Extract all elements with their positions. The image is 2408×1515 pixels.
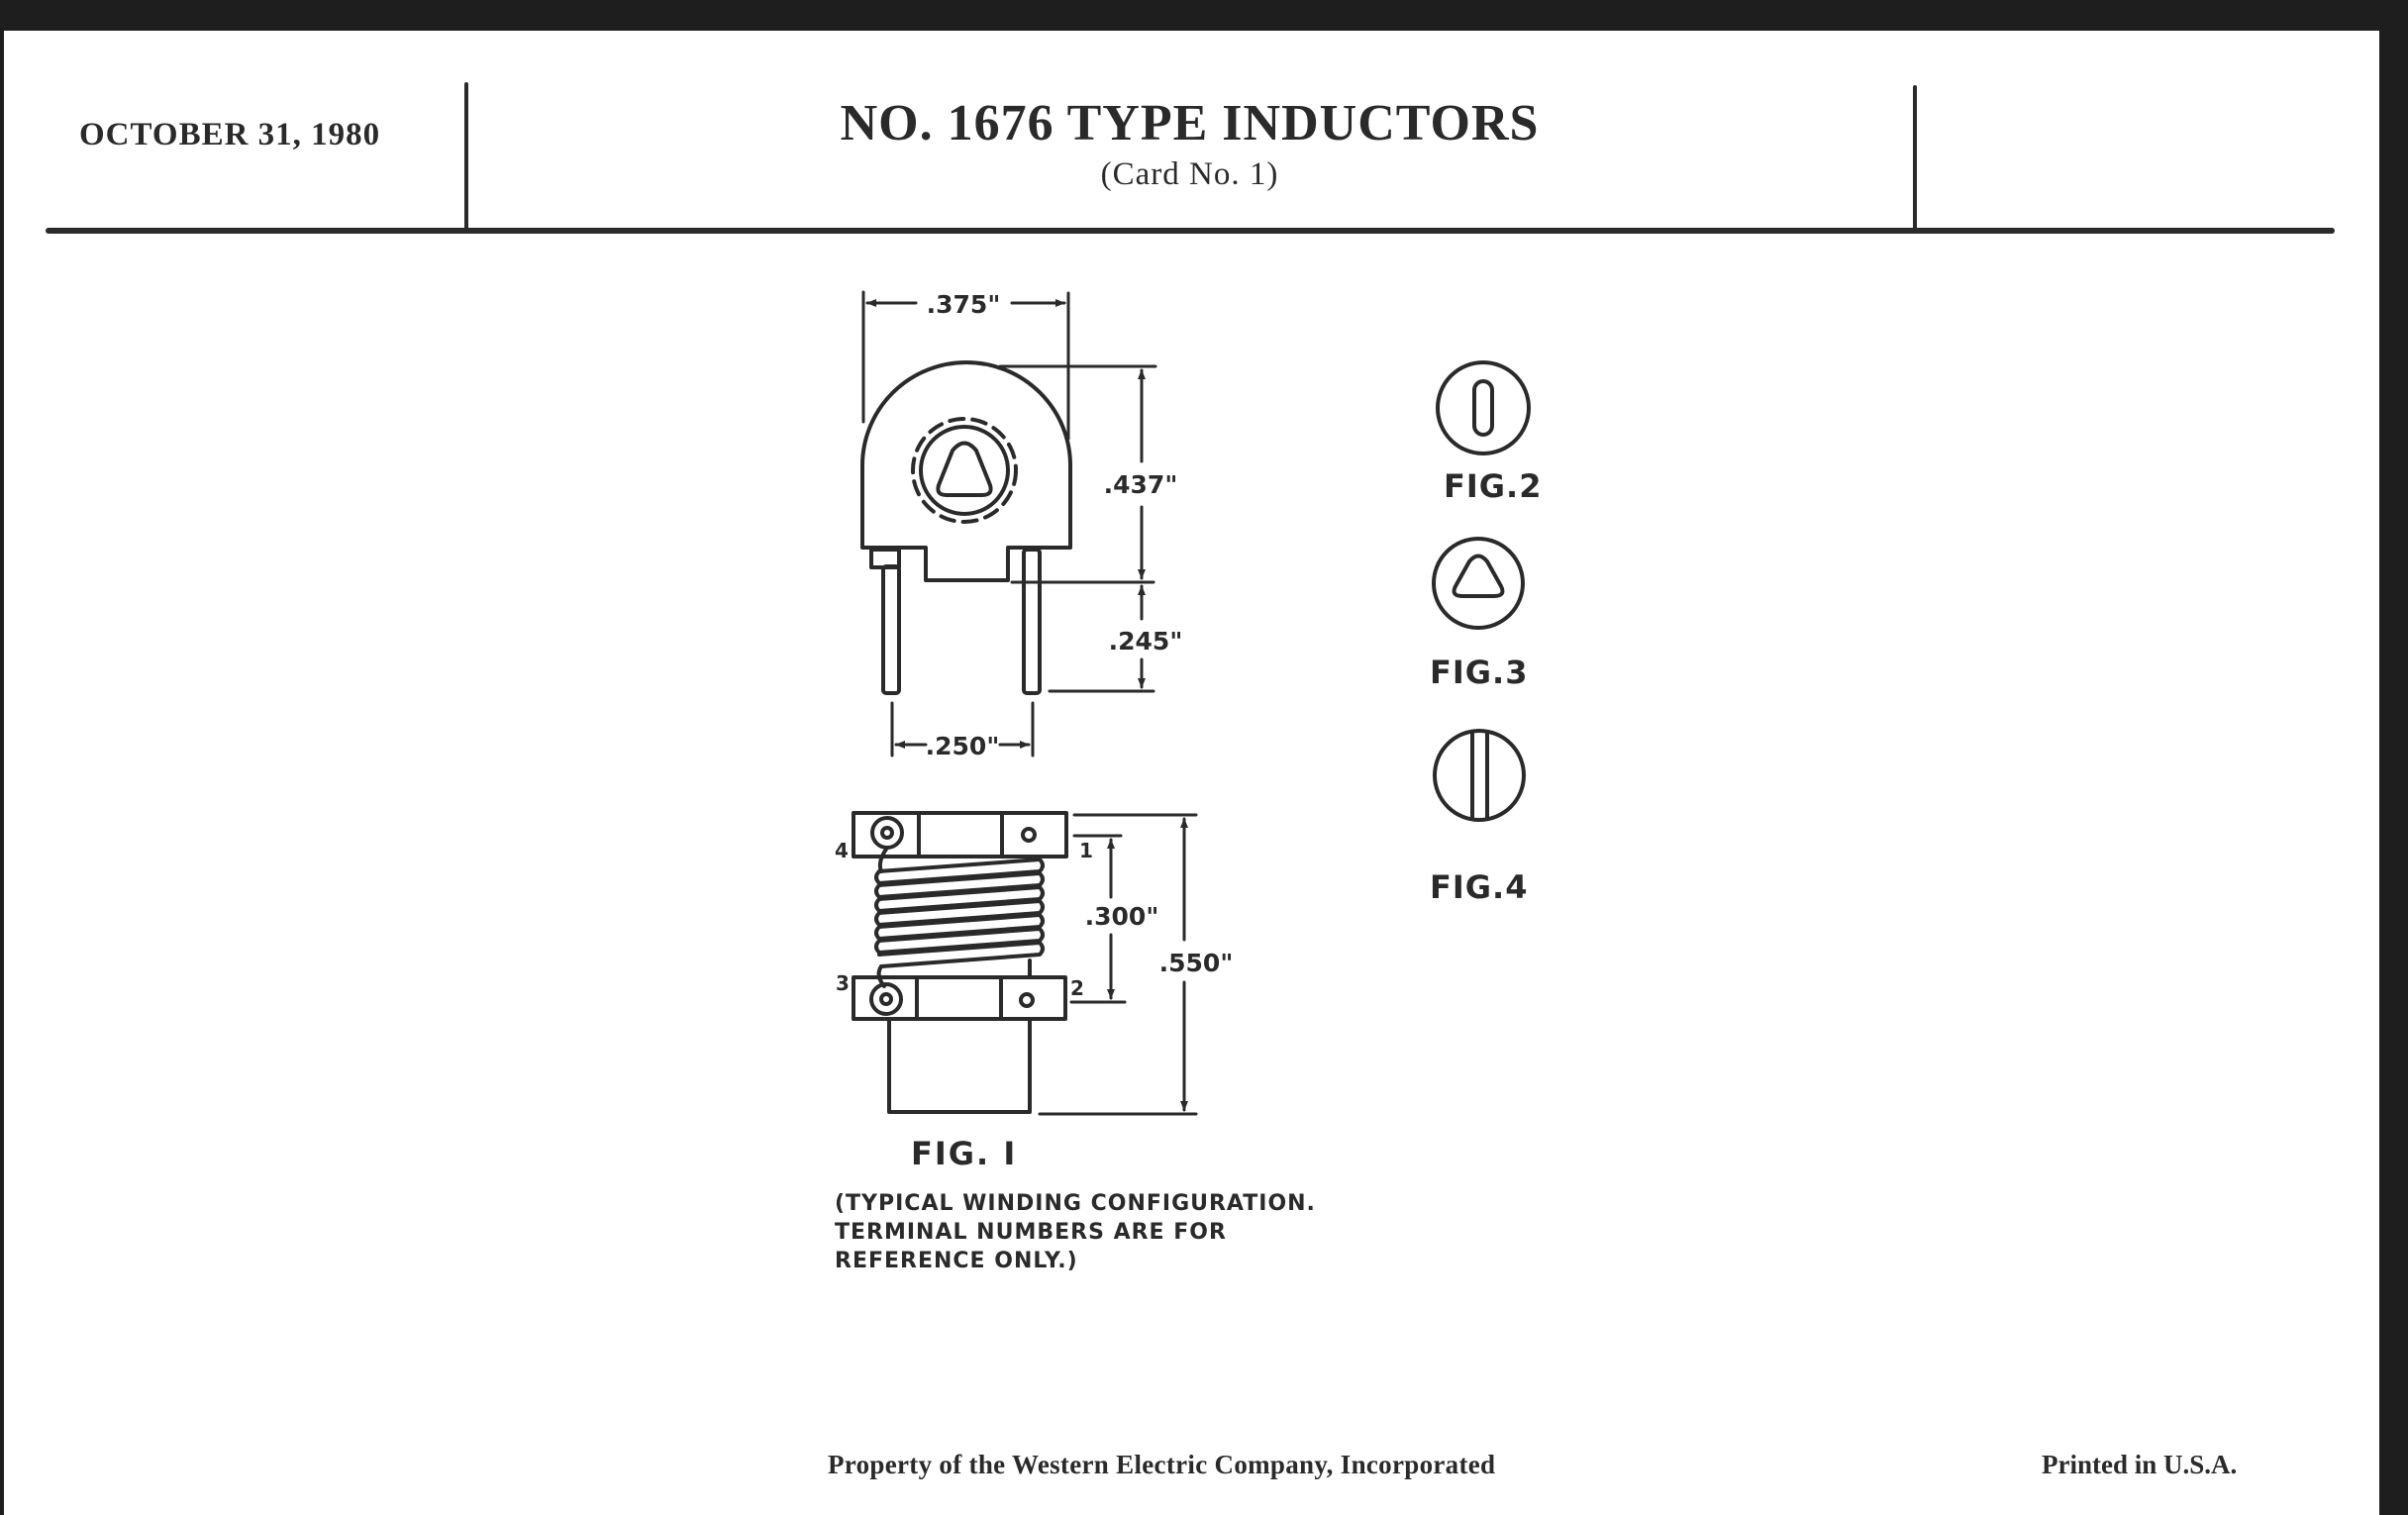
page-title: NO. 1676 TYPE INDUCTORS (840, 95, 1540, 152)
fig3-triangle-head (1432, 537, 1525, 630)
dim-winding-height (1069, 834, 1127, 1004)
top-plate (852, 811, 1068, 858)
lead-right (1022, 548, 1042, 695)
triangle-head-icon (1452, 554, 1505, 598)
fig1-note-line-3: REFERENCE ONLY.) (835, 1249, 1078, 1273)
terminal-2-hole (1019, 992, 1035, 1008)
card-date: OCTOBER 31, 1980 (79, 117, 381, 152)
spec-card (4, 31, 2379, 1515)
triangle-slot-icon (936, 441, 993, 497)
fig2-slot-head (1436, 360, 1531, 455)
terminal-3-eyelet (869, 982, 903, 1016)
dim-overall-height (1038, 813, 1198, 1116)
header-divider-left (464, 82, 468, 231)
core-ring (919, 425, 1010, 516)
slot-head-icon (1472, 379, 1494, 437)
core-dashed-ring (911, 417, 1018, 524)
fig3-label: FIG.3 (1430, 654, 1528, 691)
dim-lead-spacing (890, 701, 1035, 758)
fig2-label: FIG.2 (1444, 467, 1542, 505)
header-divider-right (1913, 85, 1917, 234)
fig4-label: FIG.4 (1430, 868, 1528, 906)
inductor-front-view (860, 360, 1072, 695)
terminal-4-label: 4 (835, 839, 849, 862)
card-number: (Card No. 1) (1100, 156, 1279, 192)
fig1-note-line-2: TERMINAL NUMBERS ARE FOR (835, 1220, 1227, 1245)
terminal-2-label: 2 (1070, 976, 1084, 1000)
winding-coil (874, 846, 1045, 988)
fig1-note-line-1: (TYPICAL WINDING CONFIGURATION. (835, 1191, 1316, 1216)
inductor-body (860, 360, 1072, 582)
core-base (887, 1017, 1032, 1114)
dim-body-height (998, 364, 1157, 693)
lead-left (881, 564, 901, 695)
terminal-1-hole (1021, 827, 1037, 843)
dim-width-label: .375" (927, 290, 1001, 319)
dim-body-height-label: .437" (1104, 470, 1178, 499)
dim-lead-spacing-label: .250" (926, 732, 1000, 760)
header-rule (46, 228, 2335, 234)
dim-winding-height-label: .300" (1085, 902, 1159, 931)
inductor-side-view (852, 811, 1068, 1114)
fig4-split-head (1433, 729, 1526, 822)
printed-notice: Printed in U.S.A. (2042, 1450, 2238, 1479)
dim-overall-height-label: .550" (1159, 949, 1234, 977)
terminal-1-label: 1 (1079, 839, 1093, 862)
dim-lead-length-label: .245" (1109, 627, 1183, 656)
ownership-notice: Property of the Western Electric Company… (828, 1450, 1496, 1479)
fig1-label: FIG. I (911, 1135, 1017, 1172)
terminal-3-label: 3 (836, 971, 850, 995)
terminal-4-eyelet (870, 816, 904, 850)
